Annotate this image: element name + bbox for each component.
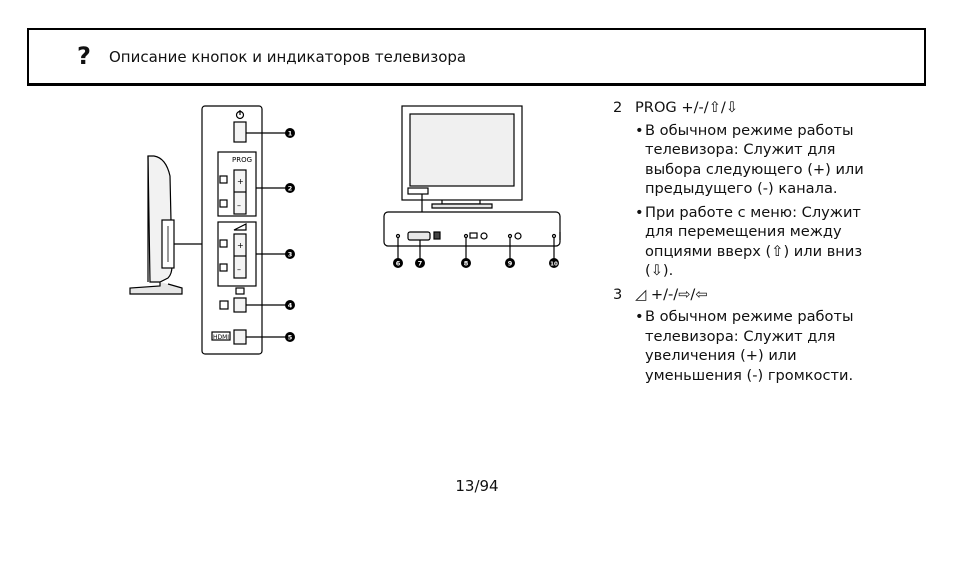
item-prog: 2 PROG +/-/⇧/⇩ • В обычном режиме работы…	[613, 98, 883, 281]
bullet-text: В обычном режиме работы телевизора: Служ…	[645, 121, 864, 198]
callout-7: 7	[418, 260, 423, 268]
prog-plus-label: +	[237, 177, 244, 186]
vol-plus-label: +	[237, 241, 244, 250]
prog-label: PROG	[232, 156, 252, 164]
hdmi-label: HDMI	[213, 334, 229, 341]
page-title: Описание кнопок и индикаторов телевизора	[109, 48, 467, 66]
item-volume: 3 ◿ +/-/⇨/⇦ • В обычном режиме работы те…	[613, 285, 883, 386]
item-number: 3	[613, 285, 623, 303]
prog-minus-label: –	[237, 201, 241, 210]
item-title: PROG +/-/⇧/⇩	[635, 99, 739, 116]
callout-3: 3	[288, 251, 293, 259]
callout-6: 6	[396, 260, 401, 268]
callout-2: 2	[288, 185, 293, 193]
list-item: • В обычном режиме работы телевизора: Сл…	[635, 121, 883, 199]
callout-10: 10	[550, 262, 558, 268]
list-item: • При работе с меню: Служит для перемеще…	[635, 203, 883, 281]
callout-1: 1	[288, 130, 293, 138]
bullet-text: В обычном режиме работы телевизора: Служ…	[645, 308, 854, 384]
tv-side-view	[129, 155, 202, 295]
section-header: ? Описание кнопок и индикаторов телевизо…	[27, 28, 926, 86]
tv-front-view	[401, 105, 523, 212]
question-icon: ?	[77, 42, 91, 70]
power-button-diagram	[233, 121, 247, 143]
vol-minus-label: –	[237, 265, 241, 274]
item-title: ◿ +/-/⇨/⇦	[635, 285, 708, 303]
indicator-strip	[383, 211, 561, 247]
tv-diagram: PROG + – + – HDMI 1 2 3 4 5 6 7 8 9	[129, 105, 561, 355]
callout-8: 8	[464, 260, 469, 268]
tv-buttons-figure: PROG + – + – HDMI 1 2 3 4 5 6 7 8 9	[120, 96, 580, 366]
description-column: 2 PROG +/-/⇧/⇩ • В обычном режиме работы…	[613, 98, 883, 389]
item-number: 2	[613, 99, 623, 116]
callout-9: 9	[508, 260, 513, 268]
callout-5: 5	[288, 334, 293, 342]
page-number: 13/94	[455, 477, 499, 495]
list-item: • В обычном режиме работы телевизора: Сл…	[635, 307, 883, 385]
bullet-text: При работе с меню: Служит для перемещени…	[645, 203, 863, 280]
callout-4: 4	[288, 302, 293, 310]
